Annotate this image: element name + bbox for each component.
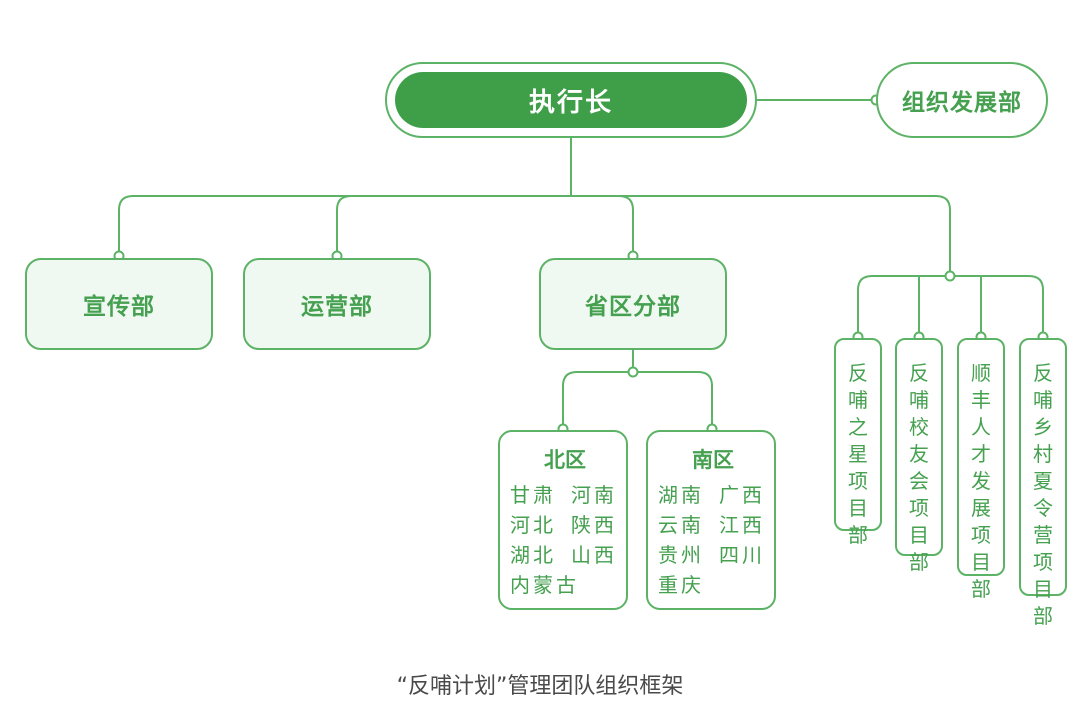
province-row: 贵州 四川 bbox=[658, 540, 780, 570]
project-dept-alumni: 反哺校友会项目部 bbox=[895, 338, 943, 574]
province: 甘肃 bbox=[510, 483, 556, 507]
province-row: 重庆 bbox=[658, 570, 719, 600]
org-development-node: 组织发展部 bbox=[876, 62, 1048, 138]
province: 重庆 bbox=[658, 573, 704, 597]
province: 山西 bbox=[571, 543, 617, 567]
province: 湖南 bbox=[658, 483, 704, 507]
region-title: 南区 bbox=[692, 448, 734, 472]
connector-region-bus bbox=[562, 371, 713, 429]
region-north: 北区 甘肃 河南 河北 陕西 湖北 山西 内蒙古 bbox=[498, 430, 628, 610]
connector-dot bbox=[627, 366, 639, 378]
department-operations: 运营部 bbox=[243, 258, 431, 350]
connector-project-bus bbox=[857, 275, 1044, 337]
connector-dept-3 bbox=[618, 195, 634, 256]
project-dept-star: 反哺之星项目部 bbox=[834, 338, 882, 547]
province-row: 河北 陕西 bbox=[510, 510, 632, 540]
province-row: 湖北 山西 bbox=[510, 540, 632, 570]
province: 云南 bbox=[658, 513, 704, 537]
province-row: 甘肃 河南 bbox=[510, 480, 632, 510]
province: 湖北 bbox=[510, 543, 556, 567]
province: 广西 bbox=[719, 483, 765, 507]
connector-dot bbox=[944, 270, 956, 282]
project-label: 反哺乡村夏令营项目部 bbox=[1033, 361, 1053, 628]
province: 贵州 bbox=[658, 543, 704, 567]
region-south: 南区 湖南 广西 云南 江西 贵州 四川 重庆 bbox=[646, 430, 776, 610]
connector-main-bus bbox=[118, 195, 951, 276]
province-row: 云南 江西 bbox=[658, 510, 780, 540]
project-dept-talent: 顺丰人才发展项目部 bbox=[957, 338, 1005, 601]
figure-caption: “反哺计划”管理团队组织框架 bbox=[396, 674, 684, 699]
department-publicity: 宣传部 bbox=[25, 258, 213, 350]
province-row: 湖南 广西 bbox=[658, 480, 780, 510]
connector-dept-2 bbox=[336, 195, 352, 256]
province-row: 内蒙古 bbox=[510, 570, 579, 600]
region-title: 北区 bbox=[544, 448, 586, 472]
province: 河南 bbox=[571, 483, 617, 507]
ceo-label: 执行长 bbox=[395, 72, 747, 128]
project-label: 反哺之星项目部 bbox=[848, 361, 868, 547]
ceo-node: 执行长 bbox=[385, 62, 757, 138]
province: 江西 bbox=[719, 513, 765, 537]
project-label: 反哺校友会项目部 bbox=[909, 361, 929, 574]
province: 内蒙古 bbox=[510, 573, 579, 597]
project-dept-summer-camp: 反哺乡村夏令营项目部 bbox=[1019, 338, 1067, 628]
province: 四川 bbox=[719, 543, 765, 567]
project-label: 顺丰人才发展项目部 bbox=[971, 361, 991, 601]
department-provincial: 省区分部 bbox=[539, 258, 727, 350]
province: 河北 bbox=[510, 513, 556, 537]
province: 陕西 bbox=[571, 513, 617, 537]
